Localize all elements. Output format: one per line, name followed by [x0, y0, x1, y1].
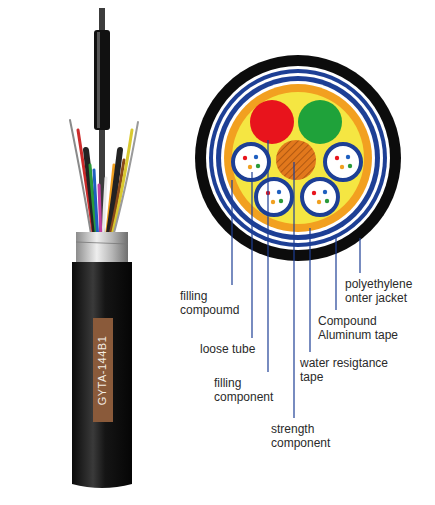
part-label: filling component [214, 377, 286, 405]
aluminum-tape [76, 232, 128, 264]
part-label: filling compoumd [180, 290, 242, 318]
cable-core [94, 8, 110, 240]
leader-lines [232, 140, 360, 418]
cable-cross-section [195, 55, 401, 261]
part-label: loose tube [200, 343, 260, 357]
print-patch [93, 318, 113, 422]
fiber-bundle [70, 120, 138, 240]
part-label: polyethylene onter jacket [345, 278, 427, 306]
part-label: strength component [271, 423, 343, 451]
cable-marking: GYTA-144B1 [97, 335, 108, 405]
part-label: Compound Aluminum tape [318, 315, 414, 343]
part-label: water resigtance tape [300, 357, 400, 385]
outer-jacket [72, 262, 132, 488]
